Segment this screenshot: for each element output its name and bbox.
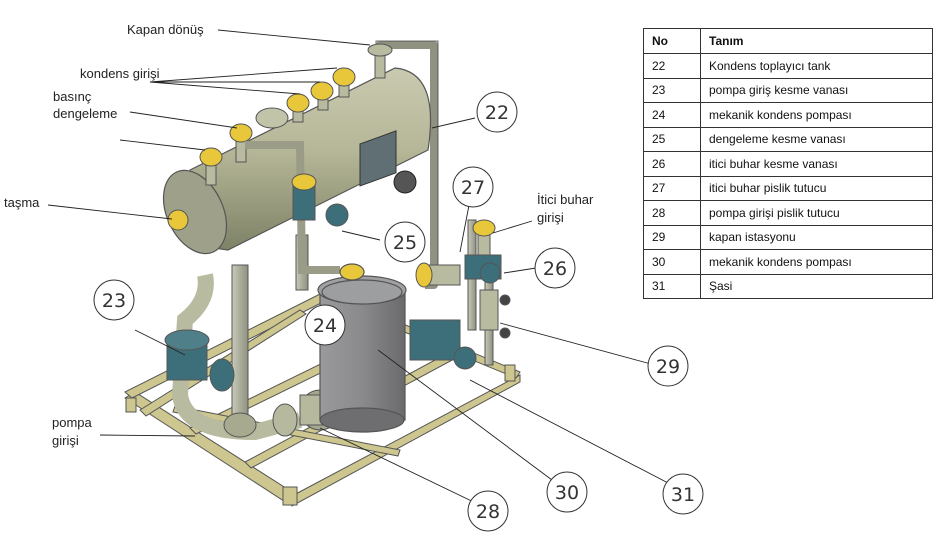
legend-no: 30 (643, 249, 701, 275)
leader-lines (47, 29, 671, 508)
callout-29: 29 (647, 345, 689, 387)
legend-no: 31 (643, 273, 701, 299)
callout-22: 22 (476, 91, 518, 133)
inlet-nozzles (199, 43, 393, 186)
legend-no: 28 (643, 200, 701, 226)
legend-no: 23 (643, 77, 701, 103)
pump-inlet-line (164, 273, 303, 441)
legend-desc: mekanik kondens pompası (700, 249, 933, 275)
label-itici-buhar: İtici buhar (537, 192, 594, 207)
svg-text:28: 28 (476, 501, 500, 523)
legend-no: 22 (643, 53, 701, 79)
svg-text:29: 29 (656, 356, 680, 378)
legend-desc: pompa girişi pislik tutucu (700, 200, 933, 226)
legend-desc: kapan istasyonu (700, 224, 933, 250)
legend-desc: dengeleme kesme vanası (700, 126, 933, 152)
svg-text:25: 25 (393, 232, 417, 254)
svg-text:26: 26 (543, 258, 567, 280)
legend-header-row: No Tanım (643, 28, 933, 54)
balance-line (245, 141, 349, 274)
label-kapan-donus: Kapan dönüş (127, 22, 204, 37)
legend-header-desc: Tanım (700, 28, 933, 54)
legend-no: 29 (643, 224, 701, 250)
callout-28: 28 (467, 490, 509, 532)
legend-desc: mekanik kondens pompası (700, 102, 933, 128)
callout-25: 25 (384, 221, 426, 263)
svg-text:27: 27 (461, 177, 485, 199)
legend-desc: itici buhar kesme vanası (700, 151, 933, 177)
svg-text:30: 30 (555, 482, 579, 504)
legend-no: 25 (643, 126, 701, 152)
legend-desc: Şasi (700, 273, 933, 299)
legend-desc: pompa giriş kesme vanası (700, 77, 933, 103)
legend-no: 27 (643, 175, 701, 201)
legend-no: 24 (643, 102, 701, 128)
label-tasma: taşma (4, 195, 40, 210)
label-basinc: basınç (53, 89, 92, 104)
callout-23: 23 (93, 279, 135, 321)
callout-24: 24 (304, 304, 346, 346)
callout-31: 31 (662, 473, 704, 515)
collector-tank (162, 67, 432, 255)
legend-no: 26 (643, 151, 701, 177)
label-kondens-girisi: kondens girişi (80, 66, 160, 81)
legend-header-no: No (643, 28, 701, 54)
legend-desc: itici buhar pislik tutucu (700, 175, 933, 201)
motive-steam-line (409, 219, 511, 370)
callout-27: 27 (452, 166, 494, 208)
svg-text:23: 23 (102, 290, 126, 312)
label-dengeleme: dengeleme (53, 106, 118, 121)
legend-desc: Kondens toplayıcı tank (700, 53, 933, 79)
svg-text:31: 31 (671, 484, 695, 506)
mechanical-pump (317, 263, 407, 433)
callout-circles: 22 23 24 25 26 27 28 29 (93, 91, 704, 532)
svg-text:24: 24 (313, 315, 337, 337)
label-girisi-right: girişi (537, 210, 564, 225)
svg-text:22: 22 (485, 102, 509, 124)
label-girisi-left: girişi (52, 433, 79, 448)
label-pompa: pompa (52, 415, 92, 430)
callout-30: 30 (546, 471, 588, 513)
callout-26: 26 (534, 247, 576, 289)
